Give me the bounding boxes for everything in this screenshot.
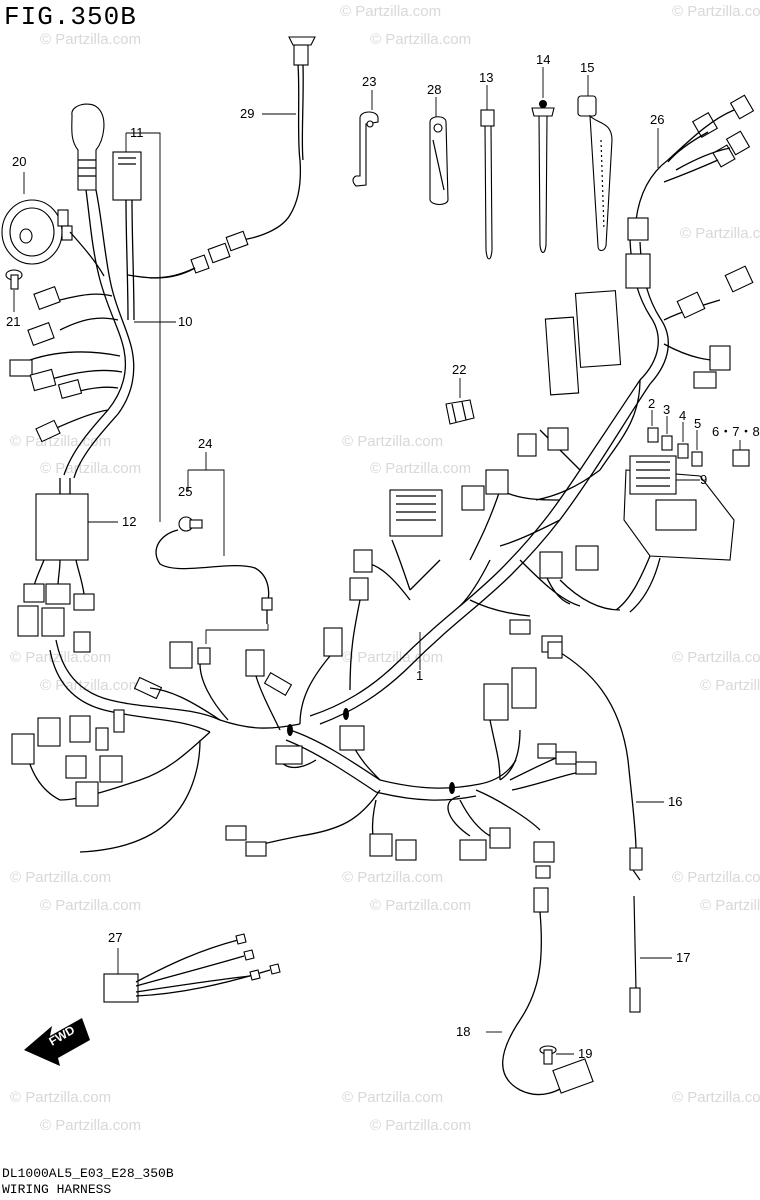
- watermark: © Partzilla.com: [680, 225, 760, 242]
- lower-left-harness[interactable]: [11, 605, 331, 853]
- part-16-sensor-lead[interactable]: [547, 641, 643, 881]
- callout-9[interactable]: 9: [700, 472, 707, 487]
- part-18-sensor-lead[interactable]: [502, 887, 594, 1096]
- watermark: © Partzilla.com: [672, 649, 760, 666]
- part-24-ground-lead[interactable]: [155, 529, 273, 624]
- callout-2[interactable]: 2: [648, 396, 655, 411]
- watermark: © Partzilla.com: [370, 897, 471, 914]
- watermark: © Partzilla.com: [10, 1089, 111, 1106]
- callout-labels: 1 2 3 4 5 6・7・8 9 10 11 12 13 14 15 16 1…: [6, 52, 760, 1061]
- callout-25[interactable]: 25: [178, 484, 192, 499]
- part-25-bolt[interactable]: [178, 516, 203, 532]
- callout-14[interactable]: 14: [536, 52, 550, 67]
- watermark: © Partzilla.com: [370, 1117, 471, 1134]
- callout-24[interactable]: 24: [198, 436, 212, 451]
- watermark: © Partzilla.com: [40, 460, 141, 477]
- part-26-sub-harness[interactable]: [627, 94, 755, 241]
- callout-1[interactable]: 1: [416, 668, 423, 683]
- watermark: © Partzilla.com: [10, 869, 111, 886]
- watermark: © Partzilla.com: [340, 3, 441, 20]
- watermark: © Partzilla.com: [672, 3, 760, 20]
- callout-23[interactable]: 23: [362, 74, 376, 89]
- callout-20[interactable]: 20: [12, 154, 26, 169]
- part-10-harness-branch[interactable]: [9, 189, 196, 479]
- part-28-clamp[interactable]: [429, 116, 449, 206]
- part-3-fuse[interactable]: [661, 435, 673, 451]
- callout-16[interactable]: 16: [668, 794, 682, 809]
- callout-6-7-8[interactable]: 6・7・8: [712, 424, 760, 439]
- watermarks: © Partzilla.com © Partzilla.com © Partzi…: [10, 3, 760, 1134]
- part-12-relay-box[interactable]: [23, 478, 95, 611]
- part-2-fuse[interactable]: [647, 427, 659, 443]
- callout-22[interactable]: 22: [452, 362, 466, 377]
- part-9-fuse-box[interactable]: [615, 455, 735, 613]
- callout-27[interactable]: 27: [108, 930, 122, 945]
- callout-4[interactable]: 4: [679, 408, 686, 423]
- part-13-cable-tie[interactable]: [480, 109, 495, 260]
- part-20-horn[interactable]: [1, 199, 73, 265]
- watermark: © Partzilla.com: [10, 433, 111, 450]
- watermark: © Partzilla.com: [342, 433, 443, 450]
- fwd-arrow-icon: FWD: [24, 1018, 90, 1066]
- central-lower-harness[interactable]: [225, 667, 597, 879]
- callout-3[interactable]: 3: [663, 402, 670, 417]
- figure-title: FIG.350B: [4, 2, 137, 32]
- leader-line: [651, 410, 741, 450]
- part-21-bolt[interactable]: [5, 269, 23, 290]
- watermark: © Partzilla.com: [700, 897, 760, 914]
- part-1-main-harness[interactable]: [133, 239, 754, 725]
- part-23-clamp[interactable]: [352, 111, 379, 187]
- part-5-fuse[interactable]: [691, 451, 703, 467]
- leader-line: [125, 132, 161, 522]
- callout-28[interactable]: 28: [427, 82, 441, 97]
- watermark: © Partzilla.com: [370, 460, 471, 477]
- callout-5[interactable]: 5: [694, 416, 701, 431]
- leader-line: [187, 452, 225, 556]
- callout-11[interactable]: 11: [130, 125, 144, 140]
- watermark: © Partzilla.com: [700, 677, 760, 694]
- callout-18[interactable]: 18: [456, 1024, 470, 1039]
- watermark: © Partzilla.com: [370, 31, 471, 48]
- watermark: © Partzilla.com: [672, 869, 760, 886]
- watermark: © Partzilla.com: [40, 897, 141, 914]
- watermark: © Partzilla.com: [40, 1117, 141, 1134]
- watermark: © Partzilla.com: [342, 1089, 443, 1106]
- callout-29[interactable]: 29: [240, 106, 254, 121]
- part-4-fuse[interactable]: [677, 443, 689, 459]
- part-27-sub-harness[interactable]: [103, 933, 281, 1003]
- callout-19[interactable]: 19: [578, 1046, 592, 1061]
- watermark: © Partzilla.com: [672, 1089, 760, 1106]
- part-19-bolt[interactable]: [539, 1045, 557, 1065]
- footer-caption: WIRING HARNESS: [2, 1182, 112, 1197]
- watermark: © Partzilla.com: [342, 869, 443, 886]
- part-11-boot[interactable]: [71, 103, 142, 201]
- callout-13[interactable]: 13: [479, 70, 493, 85]
- part-15-cable-tie[interactable]: [577, 95, 613, 252]
- part-29-sub-harness[interactable]: [149, 36, 316, 279]
- watermark: © Partzilla.com: [342, 649, 443, 666]
- part-22-grommet[interactable]: [445, 399, 475, 425]
- part-17-sensor[interactable]: [629, 895, 641, 1013]
- callout-15[interactable]: 15: [580, 60, 594, 75]
- callout-21[interactable]: 21: [6, 314, 20, 329]
- callout-10[interactable]: 10: [178, 314, 192, 329]
- leader-line: [205, 624, 269, 644]
- watermark: © Partzilla.com: [40, 677, 141, 694]
- part-14-cable-tie[interactable]: [531, 100, 555, 254]
- callout-17[interactable]: 17: [676, 950, 690, 965]
- part-6-7-8-relay[interactable]: [732, 449, 750, 467]
- footer-code: DL1000AL5_E03_E28_350B: [2, 1166, 174, 1181]
- callout-12[interactable]: 12: [122, 514, 136, 529]
- watermark: © Partzilla.com: [40, 31, 141, 48]
- callout-26[interactable]: 26: [650, 112, 664, 127]
